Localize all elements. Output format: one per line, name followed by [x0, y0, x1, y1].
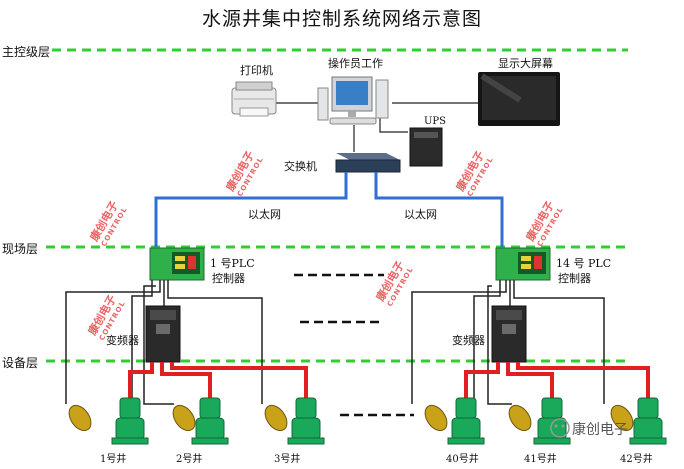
pump-icon-40	[447, 397, 485, 445]
vfd-left-label: 变频器	[106, 334, 139, 347]
well-label-42: 42号井	[620, 454, 653, 465]
ethernet-label-right: 以太网	[404, 208, 437, 221]
signal-wiring	[65, 280, 605, 405]
switch-label: 交换机	[284, 160, 317, 173]
vfd-right-label: 变频器	[452, 334, 485, 347]
logo-text: 康创电子	[572, 422, 628, 438]
plc-left-icon	[149, 247, 205, 281]
ups-label: UPS	[424, 116, 447, 127]
well-label-40: 40号井	[446, 454, 479, 465]
display-screen-icon	[478, 72, 560, 126]
well-label-2: 2号井	[176, 454, 203, 465]
vfd-left-icon	[145, 305, 181, 363]
plc-left-sub: 控制器	[212, 272, 245, 285]
pump-icon-42	[629, 397, 667, 445]
layer-label-device: 设备层	[2, 356, 39, 370]
pump-icon-2	[191, 397, 229, 445]
printer-label: 打印机	[240, 64, 273, 77]
power-lines	[128, 362, 650, 398]
ethernet-label-left: 以太网	[248, 208, 281, 221]
well-label-41: 41号井	[524, 454, 557, 465]
pump-icon-3	[287, 397, 325, 445]
diagram-title: 水源井集中控制系统网络示意图	[202, 8, 483, 30]
pump-icons	[111, 397, 667, 445]
well-label-3: 3号井	[274, 454, 301, 465]
pump-icon-41	[533, 397, 571, 445]
display-label: 显示大屏幕	[498, 57, 553, 70]
operator-label: 操作员工作	[328, 57, 383, 70]
plc-right-sub: 控制器	[558, 272, 591, 285]
plc-right-name: 14 号 PLC	[556, 257, 612, 270]
ethernet-line-left	[154, 172, 348, 247]
computer-icon	[317, 76, 389, 125]
layer-label-field: 现场层	[2, 242, 39, 256]
pump-icon-1	[111, 397, 149, 445]
plc-right-icon	[495, 247, 551, 281]
wechat-logo-icon	[550, 418, 570, 438]
ellipsis-dashes	[294, 273, 414, 417]
station-links	[276, 102, 478, 152]
plc-left-name: 1 号PLC	[210, 257, 255, 270]
float-switch-icons	[68, 404, 634, 432]
printer-icon	[231, 81, 277, 117]
ups-icon	[409, 127, 443, 167]
vfd-right-icon	[491, 305, 527, 363]
well-label-1: 1号井	[100, 454, 127, 465]
layer-label-master: 主控级层	[2, 45, 51, 59]
switch-icon	[335, 153, 401, 173]
ethernet-line-right	[374, 172, 504, 247]
